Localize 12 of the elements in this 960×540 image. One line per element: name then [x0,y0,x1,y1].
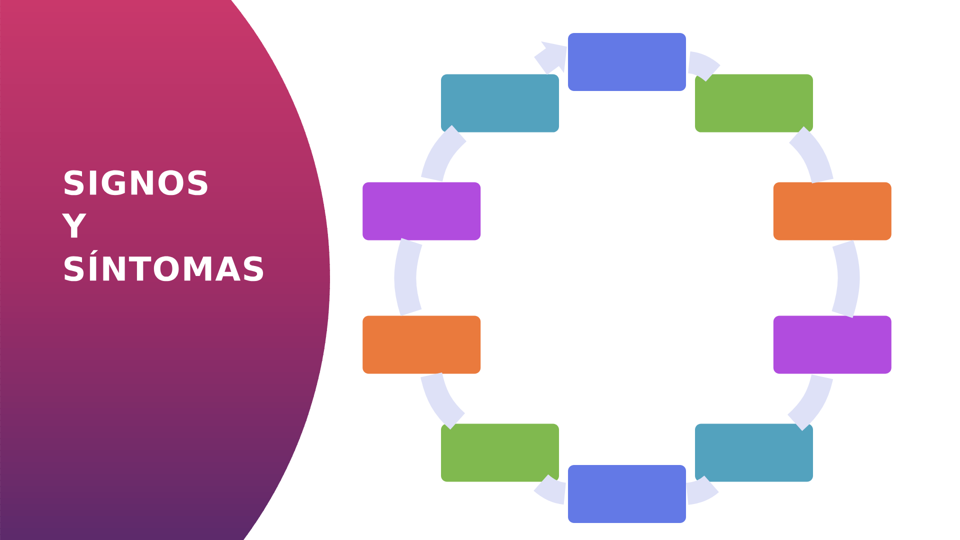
process-box [362,182,481,240]
process-box [773,316,892,374]
circular-arrow [534,41,567,75]
process-box [441,74,559,132]
process-box [362,316,481,374]
process-box [441,424,559,482]
process-box [695,74,813,132]
process-box [695,424,813,482]
process-box [773,182,892,240]
process-box [568,465,686,523]
title: SIGNOS Y SÍNTOMAS [62,170,264,282]
process-box [568,33,686,91]
